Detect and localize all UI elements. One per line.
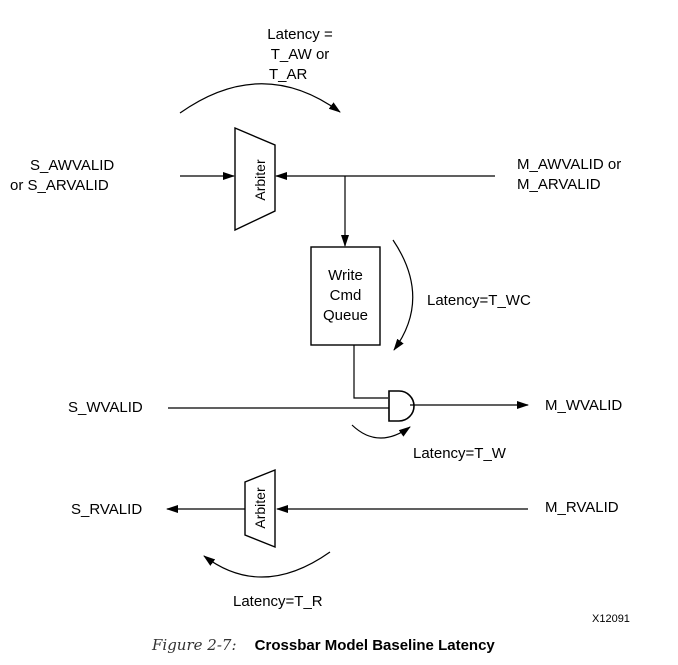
arbiter-bottom-shape <box>244 468 276 549</box>
write-cmd-queue-line-2: Cmd <box>329 287 362 304</box>
latency-r-label: Latency=T_R <box>233 593 323 610</box>
arbiter-top-label: Arbiter <box>252 159 268 201</box>
figure-caption: Figure 2-7: Crossbar Model Baseline Late… <box>152 636 495 654</box>
arbiter-top-shape <box>234 126 276 232</box>
latency-top-line-3: T_AR <box>269 66 308 83</box>
m-awvalid-line-2: M_ARVALID <box>517 176 601 193</box>
latency-wc-arc <box>392 239 414 351</box>
write-cmd-queue-label: Write Cmd Queue <box>311 266 380 326</box>
latency-r-arc <box>203 551 331 578</box>
latency-w-arc <box>351 424 411 439</box>
s-awvalid-line-2: or S_ARVALID <box>10 177 109 194</box>
arbiter-bottom-label: Arbiter <box>252 487 268 529</box>
m-awvalid-label: M_AWVALID or M_ARVALID <box>517 155 621 195</box>
write-cmd-queue-line-3: Queue <box>322 307 369 324</box>
latency-top-line-2: T_AW or <box>270 46 330 63</box>
latency-w-label: Latency=T_W <box>413 445 506 462</box>
latency-top-label: Latency = T_AW or T_AR <box>255 25 345 85</box>
s-awvalid-label: S_AWVALID or S_ARVALID <box>10 156 142 196</box>
write-cmd-queue-box <box>310 246 381 346</box>
caption-title: Crossbar Model Baseline Latency <box>254 637 495 654</box>
m-awvalid-line-1: M_AWVALID or <box>517 156 622 173</box>
latency-top-arc <box>179 83 341 114</box>
s-wvalid-label: S_WVALID <box>68 399 143 416</box>
write-cmd-queue-line-1: Write <box>328 267 363 284</box>
latency-top-line-1: Latency = <box>267 26 333 43</box>
queue-to-gate-line <box>353 345 388 399</box>
s-awvalid-line-1: S_AWVALID <box>30 157 115 174</box>
m-wvalid-label: M_WVALID <box>545 397 623 414</box>
figure-id-label: X12091 <box>592 613 630 625</box>
m-rvalid-label: M_RVALID <box>545 499 619 516</box>
and-gate <box>388 390 415 422</box>
latency-wc-label: Latency=T_WC <box>427 292 531 309</box>
s-rvalid-label: S_RVALID <box>71 501 143 518</box>
caption-number: Figure 2-7: <box>152 636 237 654</box>
